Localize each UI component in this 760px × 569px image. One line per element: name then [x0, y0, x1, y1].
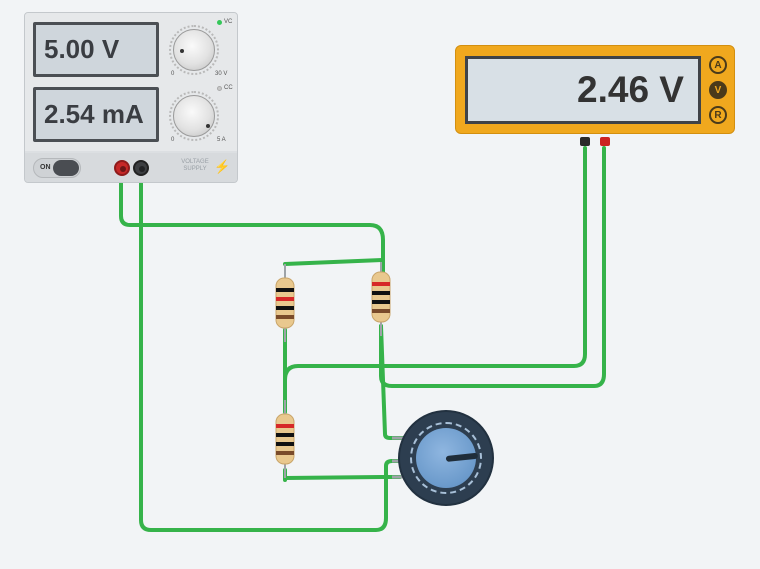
resistor-band — [276, 288, 294, 292]
wire[interactable] — [379, 324, 406, 440]
power-switch-label: ON — [40, 164, 51, 171]
mode-resistance-button[interactable]: R — [709, 106, 727, 124]
resistor-2[interactable] — [371, 271, 391, 323]
voltage-display: 5.00 V — [33, 22, 159, 77]
resistor-band — [372, 300, 390, 304]
vc-indicator-led — [217, 20, 222, 25]
power-switch[interactable]: ON — [33, 158, 81, 178]
current-knob[interactable] — [169, 91, 219, 141]
lightning-icon: ⚡ — [214, 159, 231, 174]
negative-terminal[interactable] — [133, 160, 149, 176]
resistor-band — [276, 315, 294, 319]
multimeter-negative-probe[interactable] — [580, 137, 590, 146]
wire[interactable] — [283, 146, 587, 382]
multimeter-display: 2.46 V — [465, 56, 701, 124]
pot-tick-ring — [410, 422, 482, 494]
current-min-label: 0 — [171, 137, 175, 143]
resistor-band — [276, 433, 294, 437]
resistor-1[interactable] — [275, 277, 295, 329]
positive-terminal[interactable] — [114, 160, 130, 176]
knob-indicator — [206, 124, 210, 128]
resistor-band — [372, 291, 390, 295]
cc-label: CC — [224, 85, 233, 91]
resistor-band — [276, 451, 294, 455]
current-max-label: 5 A — [217, 137, 226, 143]
wire[interactable] — [379, 146, 606, 388]
voltage-knob[interactable] — [169, 25, 219, 75]
wire-group — [119, 146, 606, 532]
resistor-band — [276, 424, 294, 428]
resistor-3[interactable] — [275, 413, 295, 465]
wire[interactable] — [283, 258, 385, 266]
supply-label: VOLTAGE SUPPLY — [181, 159, 209, 172]
resistor-band — [276, 297, 294, 301]
lead-group — [284, 262, 382, 478]
current-display: 2.54 mA — [33, 87, 159, 142]
voltage-min-label: 0 — [171, 71, 175, 77]
resistor-body — [275, 277, 295, 329]
resistor-body — [371, 271, 391, 323]
wire[interactable] — [139, 170, 402, 532]
cc-indicator-led — [217, 86, 222, 91]
power-switch-thumb — [53, 160, 79, 176]
wire[interactable] — [283, 475, 402, 480]
multimeter[interactable]: 2.46 V A V R — [455, 45, 735, 134]
potentiometer[interactable] — [398, 410, 494, 506]
power-supply[interactable]: 5.00 V 2.54 mA VC 0 30 V CC 0 5 A ON VOL… — [24, 12, 238, 183]
resistor-band — [372, 282, 390, 286]
mode-volts-button[interactable]: V — [709, 81, 727, 99]
resistor-body — [275, 413, 295, 465]
mode-amps-button[interactable]: A — [709, 56, 727, 74]
vc-label: VC — [224, 19, 233, 25]
wire[interactable] — [119, 170, 385, 274]
multimeter-positive-probe[interactable] — [600, 137, 610, 146]
knob-indicator — [180, 49, 184, 53]
resistor-band — [276, 442, 294, 446]
voltage-max-label: 30 V — [215, 71, 228, 77]
resistor-band — [372, 309, 390, 313]
resistor-band — [276, 306, 294, 310]
